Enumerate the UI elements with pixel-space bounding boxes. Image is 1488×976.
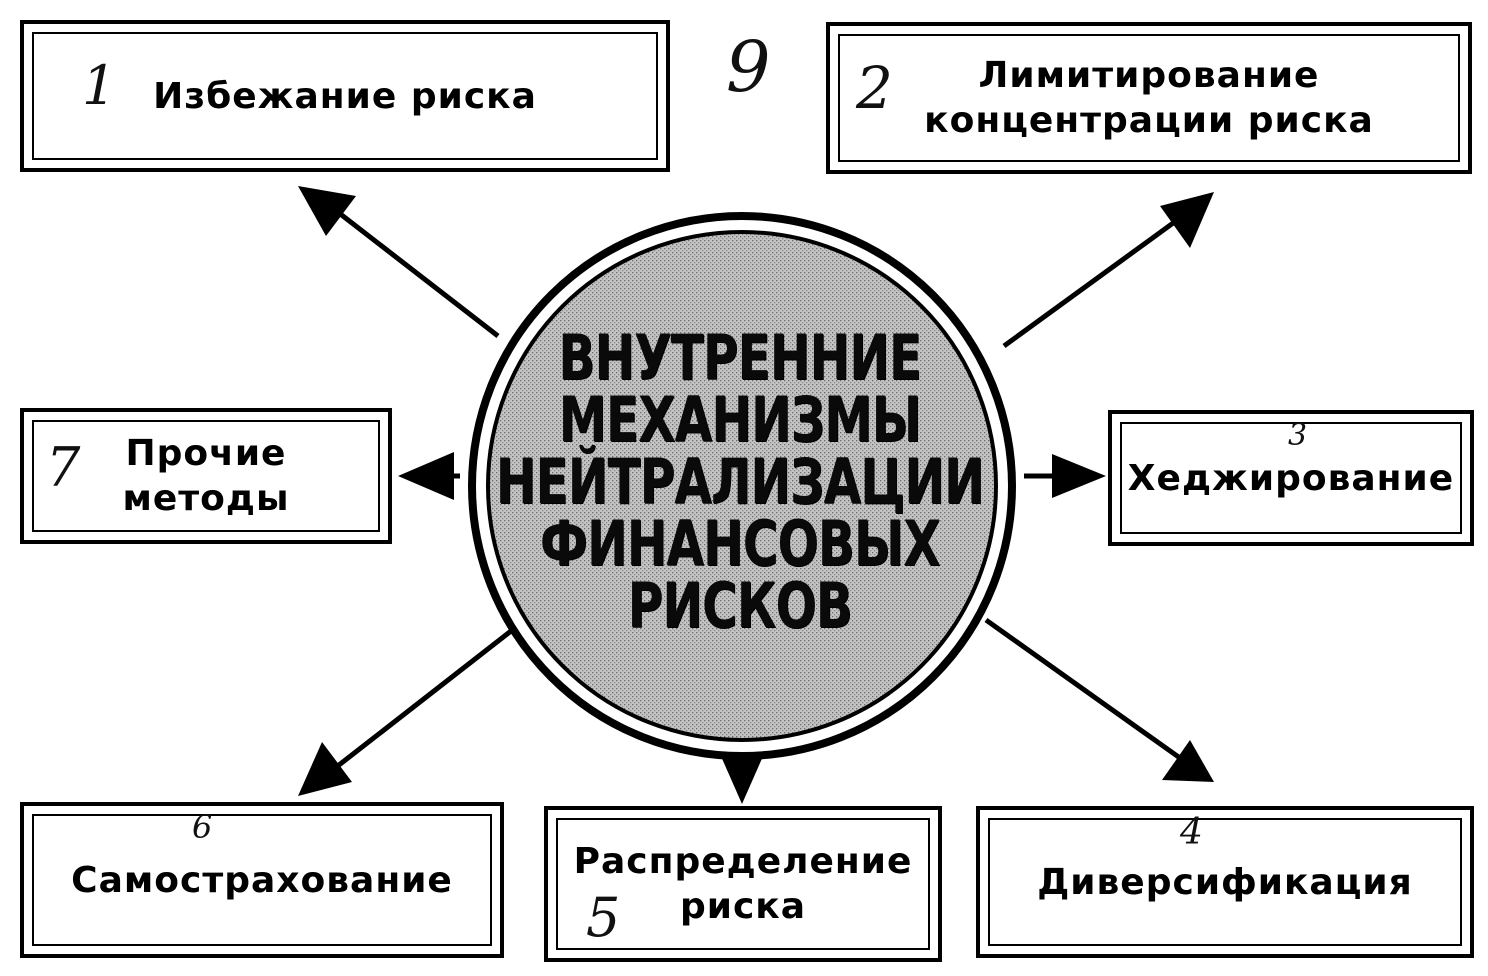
- arrowhead-distribution: [720, 754, 764, 804]
- arrow-to-diversification: [984, 617, 1182, 761]
- arrows: [298, 186, 1214, 804]
- box-self-insurance: Самострахование: [20, 802, 504, 958]
- box-avoidance: Избежание риска: [20, 20, 670, 172]
- center-title-text: ВНУТРЕННИЕ МЕХАНИЗМЫ НЕЙТРАЛИЗАЦИИ ФИНАН…: [496, 321, 985, 642]
- handwritten-number-6: 6: [192, 808, 213, 846]
- box-limiting: Лимитирование концентрации риска: [826, 22, 1472, 174]
- box-self-insurance-label: Самострахование: [71, 859, 453, 901]
- box-distribution-label: Распределение риска: [573, 841, 913, 927]
- box-distribution: Распределение риска: [544, 806, 942, 962]
- box-other: Прочие методы: [20, 408, 392, 544]
- arrowhead-avoidance: [298, 186, 356, 236]
- arrowhead-diversification: [1162, 740, 1214, 782]
- box-limiting-label: Лимитирование концентрации риска: [924, 55, 1374, 141]
- center-title: ВНУТРЕННИЕ МЕХАНИЗМЫ НЕЙТРАЛИЗАЦИИ ФИНАН…: [496, 302, 985, 662]
- arrow-to-self-insurance: [328, 622, 522, 774]
- box-avoidance-label: Избежание риска: [153, 75, 537, 117]
- handwritten-number-5: 5: [586, 886, 621, 949]
- arrow-to-limiting: [1002, 215, 1182, 349]
- box-hedging-label: Хеджирование: [1127, 457, 1455, 499]
- arrowhead-hedging: [1052, 454, 1106, 498]
- arrowhead-other: [398, 452, 454, 500]
- handwritten-number-1: 1: [82, 54, 117, 117]
- arrowhead-limiting: [1160, 192, 1214, 248]
- arrow-to-avoidance: [328, 204, 500, 338]
- box-other-label: Прочие методы: [122, 433, 290, 519]
- handwritten-number-7: 7: [46, 436, 81, 499]
- handwritten-number-3: 3: [1288, 418, 1308, 453]
- center-circle: [468, 212, 1016, 760]
- arrowhead-self-insurance: [298, 742, 352, 796]
- handwritten-number-2: 2: [856, 54, 893, 122]
- handwritten-number-9: 9: [726, 26, 771, 108]
- handwritten-number-4: 4: [1180, 812, 1203, 853]
- box-hedging: Хеджирование: [1108, 410, 1474, 546]
- box-diversification: Диверсификация: [976, 806, 1474, 958]
- box-diversification-label: Диверсификация: [1037, 861, 1413, 903]
